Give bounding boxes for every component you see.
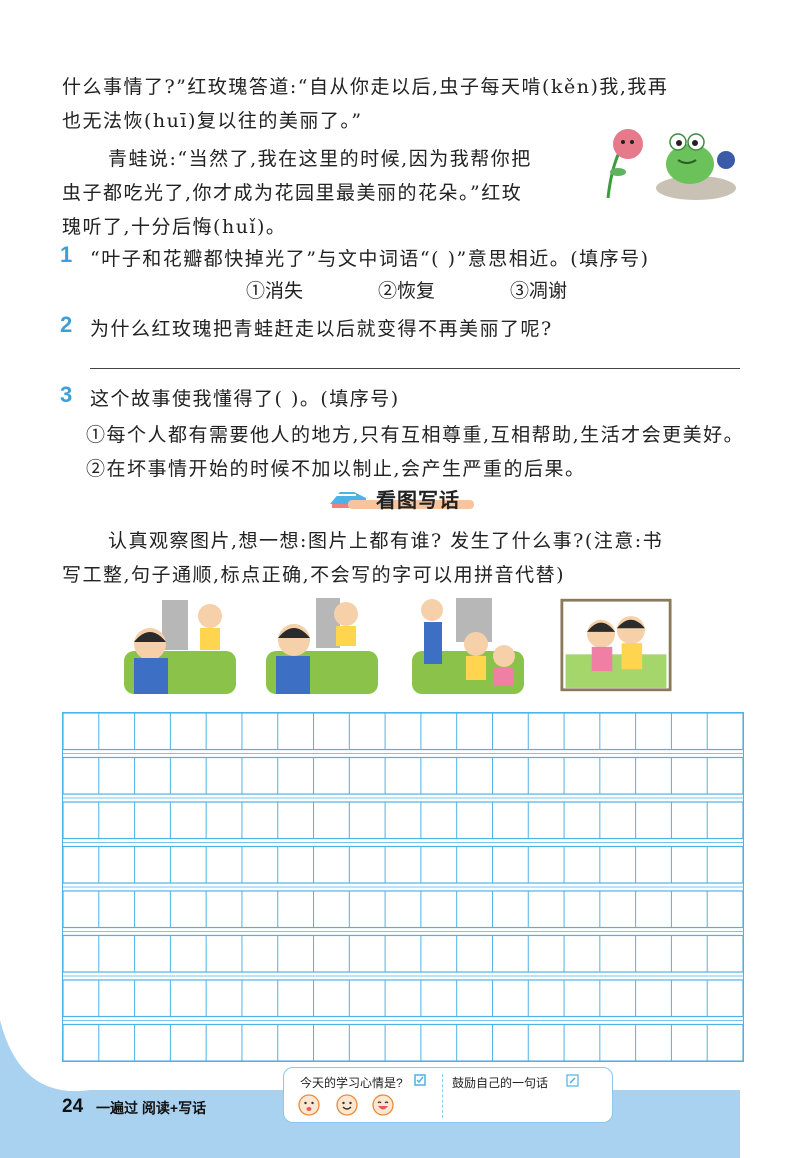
question-1-number: 1 — [60, 242, 73, 267]
smile-face-icon[interactable] — [336, 1094, 358, 1116]
mood-box: 今天的学习心情是? 鼓励自己的一句话 — [283, 1067, 613, 1123]
encourage-label: 鼓励自己的一句话 — [452, 1076, 549, 1090]
grid-row-border — [63, 1023, 743, 1061]
grid-row-border — [63, 801, 743, 840]
question-1-option-3: ③凋谢 — [510, 280, 568, 302]
question-3-text: 这个故事使我懂得了( )。(填序号) — [90, 388, 400, 410]
question-3-option-1: ①每个人都有需要他人的地方,只有互相尊重,互相帮助,生活才会更美好。 — [86, 424, 745, 446]
grid-row-border — [63, 756, 743, 795]
comic-panel-4 — [560, 598, 672, 692]
question-1-option-2: ②恢复 — [378, 280, 436, 302]
section-instruction-line-2: 写工整,句子通顺,标点正确,不会写的字可以用拼音代替) — [62, 564, 566, 586]
comic-panel-3 — [412, 598, 524, 694]
section-title-highlight — [348, 500, 474, 509]
grid-row[interactable] — [63, 756, 743, 795]
grid-row[interactable] — [63, 979, 743, 1018]
story-line-5: 瑰听了,十分后悔(huǐ)。 — [62, 216, 287, 238]
section-title: 看图写话 — [326, 482, 476, 512]
footer-background — [0, 1020, 740, 1158]
question-3-option-2: ②在坏事情开始的时候不加以制止,会产生严重的后果。 — [86, 458, 586, 480]
checkbox-icon[interactable] — [414, 1074, 426, 1086]
section-instruction-line-1: 认真观察图片,想一想:图片上都有谁? 发生了什么事?(注意:书 — [108, 530, 664, 552]
grid-row-border — [63, 979, 743, 1018]
question-3-number: 3 — [60, 382, 73, 407]
grid-row[interactable] — [63, 845, 743, 884]
grid-row-border — [63, 934, 743, 973]
pencil-edit-icon[interactable] — [566, 1074, 579, 1087]
comic-panel-2 — [266, 598, 378, 694]
frog-rose-illustration — [606, 129, 736, 200]
question-2-text: 为什么红玫瑰把青蛙赶走以后就变得不再美丽了呢? — [90, 318, 553, 340]
grid-row[interactable] — [63, 934, 743, 973]
grid-row[interactable] — [63, 1023, 743, 1061]
mood-divider — [442, 1074, 443, 1118]
comic-panel-1 — [124, 600, 236, 694]
grid-row[interactable] — [63, 713, 743, 751]
story-line-2: 也无法恢(huī)复以往的美丽了。” — [62, 110, 363, 132]
writing-grid[interactable] — [62, 712, 744, 1062]
section-title-text: 看图写话 — [376, 490, 460, 512]
brand-label: 一遍过 阅读+写话 — [96, 1100, 207, 1116]
story-line-4: 虫子都吃光了,你才成为花园里最美丽的花朵。”红玫 — [62, 182, 523, 204]
mood-question: 今天的学习心情是? — [300, 1076, 403, 1090]
question-1-option-1: ①消失 — [246, 280, 304, 302]
question-2-answer-line[interactable] — [90, 368, 740, 369]
grid-row[interactable] — [63, 801, 743, 840]
grid-row-border — [63, 890, 743, 929]
question-2-number: 2 — [60, 312, 73, 337]
comic-panels — [120, 596, 700, 706]
grid-row-border — [63, 713, 743, 751]
story-line-1: 什么事情了?”红玫瑰答道:“自从你走以后,虫子每天啃(kěn)我,我再 — [62, 76, 669, 98]
question-1-text: “叶子和花瓣都快掉光了”与文中词语“( )”意思相近。(填序号) — [90, 248, 650, 270]
sad-face-icon[interactable] — [298, 1094, 320, 1116]
grid-row-border — [63, 845, 743, 884]
grid-row[interactable] — [63, 890, 743, 929]
story-line-3: 青蛙说:“当然了,我在这里的时候,因为我帮你把 — [108, 148, 532, 170]
happy-face-icon[interactable] — [372, 1094, 394, 1116]
page-number: 24 — [62, 1096, 84, 1117]
